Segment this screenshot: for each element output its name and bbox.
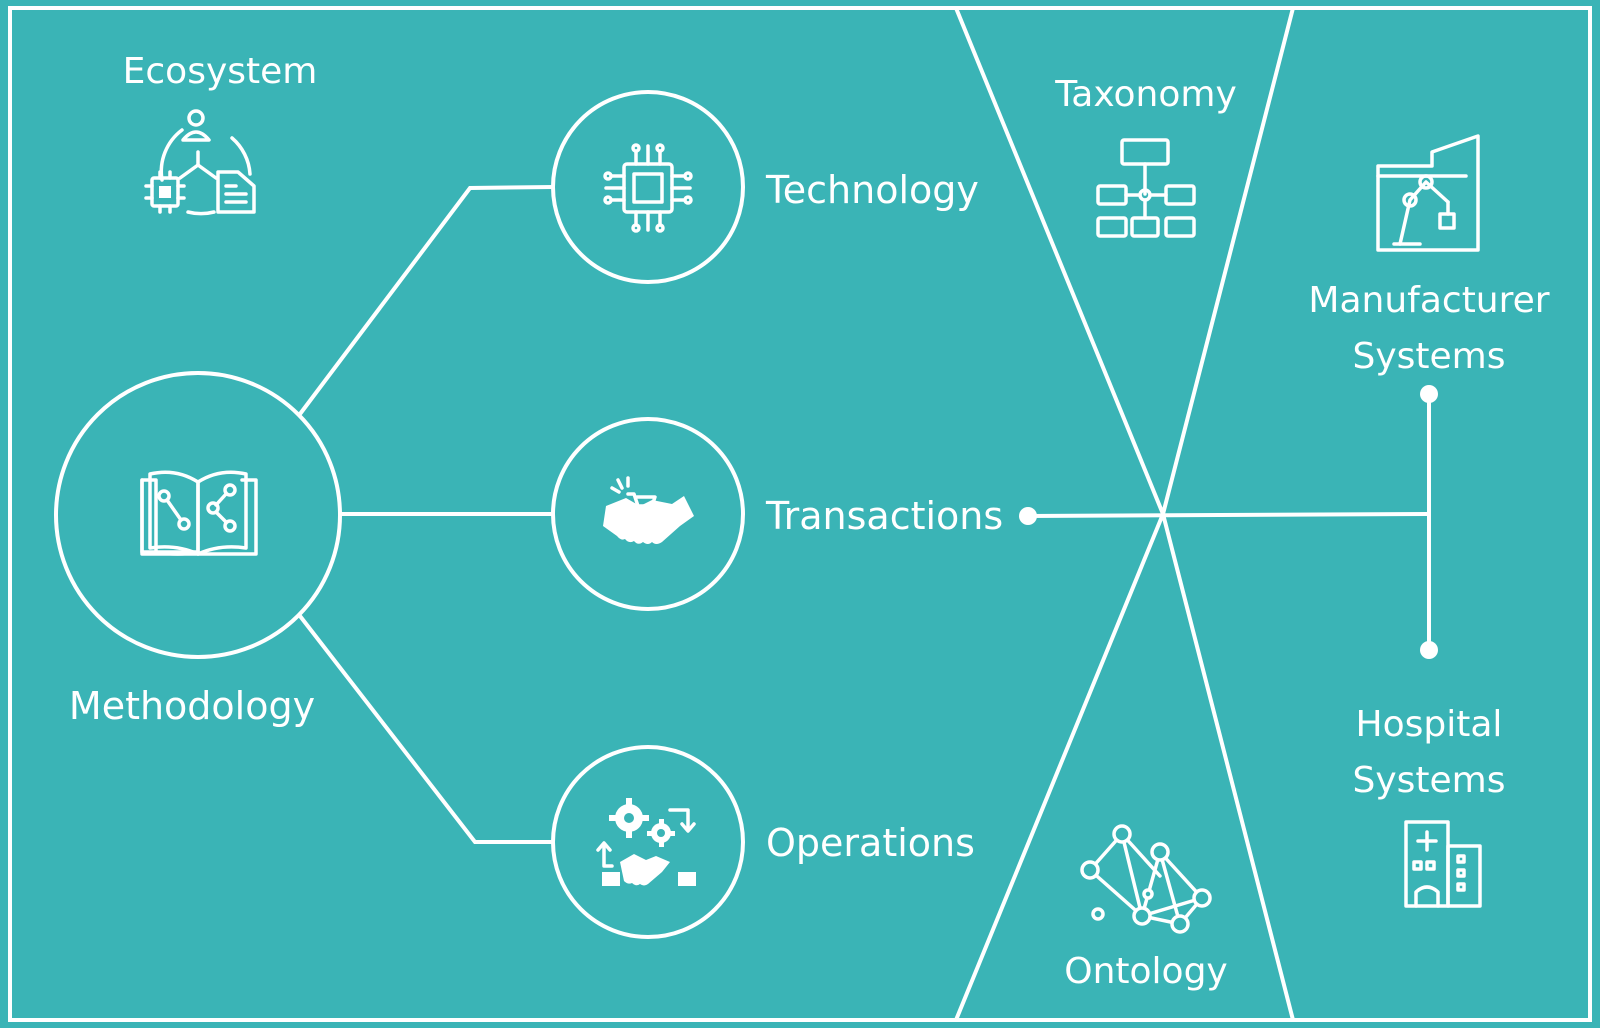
operations-circle: [551, 745, 745, 939]
factory-robot-arm-icon: [1376, 134, 1480, 252]
methodology-label: Methodology: [69, 684, 315, 728]
handshake-cart-icon: [603, 476, 694, 544]
taxonomy-label: Taxonomy: [1054, 74, 1237, 115]
ontology-label: Ontology: [1064, 951, 1227, 992]
outer-frame: [8, 6, 1592, 1022]
manufacturer-label-line2: Systems: [1353, 336, 1506, 377]
connector-technology: [298, 185, 554, 416]
technology-label: Technology: [765, 168, 979, 212]
manufacturer-label-line1: Manufacturer: [1308, 280, 1549, 321]
open-book-network-icon: [140, 470, 258, 556]
ecosystem-icon: [144, 109, 256, 216]
connector-dot-hospital: [1420, 641, 1438, 659]
transactions-label: Transactions: [765, 494, 1003, 538]
technology-circle: [551, 90, 745, 284]
operations-label: Operations: [766, 821, 975, 865]
connector-dot-manufacturer: [1420, 385, 1438, 403]
hierarchy-icon: [1096, 138, 1196, 238]
connector-transactions-systems: [1027, 512, 1429, 518]
connector-operations: [298, 614, 553, 844]
hospital-label-line2: Systems: [1353, 760, 1506, 801]
graph-network-icon: [1080, 824, 1212, 934]
ecosystem-label: Ecosystem: [123, 51, 318, 92]
methodology-circle: [54, 371, 342, 659]
connector-dot-transactions: [1019, 507, 1037, 525]
gears-handshake-icon: [596, 798, 696, 886]
hospital-icon: [1404, 820, 1482, 908]
chip-icon: [603, 143, 693, 233]
transactions-circle: [551, 417, 745, 611]
hospital-label-line1: Hospital: [1356, 704, 1503, 745]
